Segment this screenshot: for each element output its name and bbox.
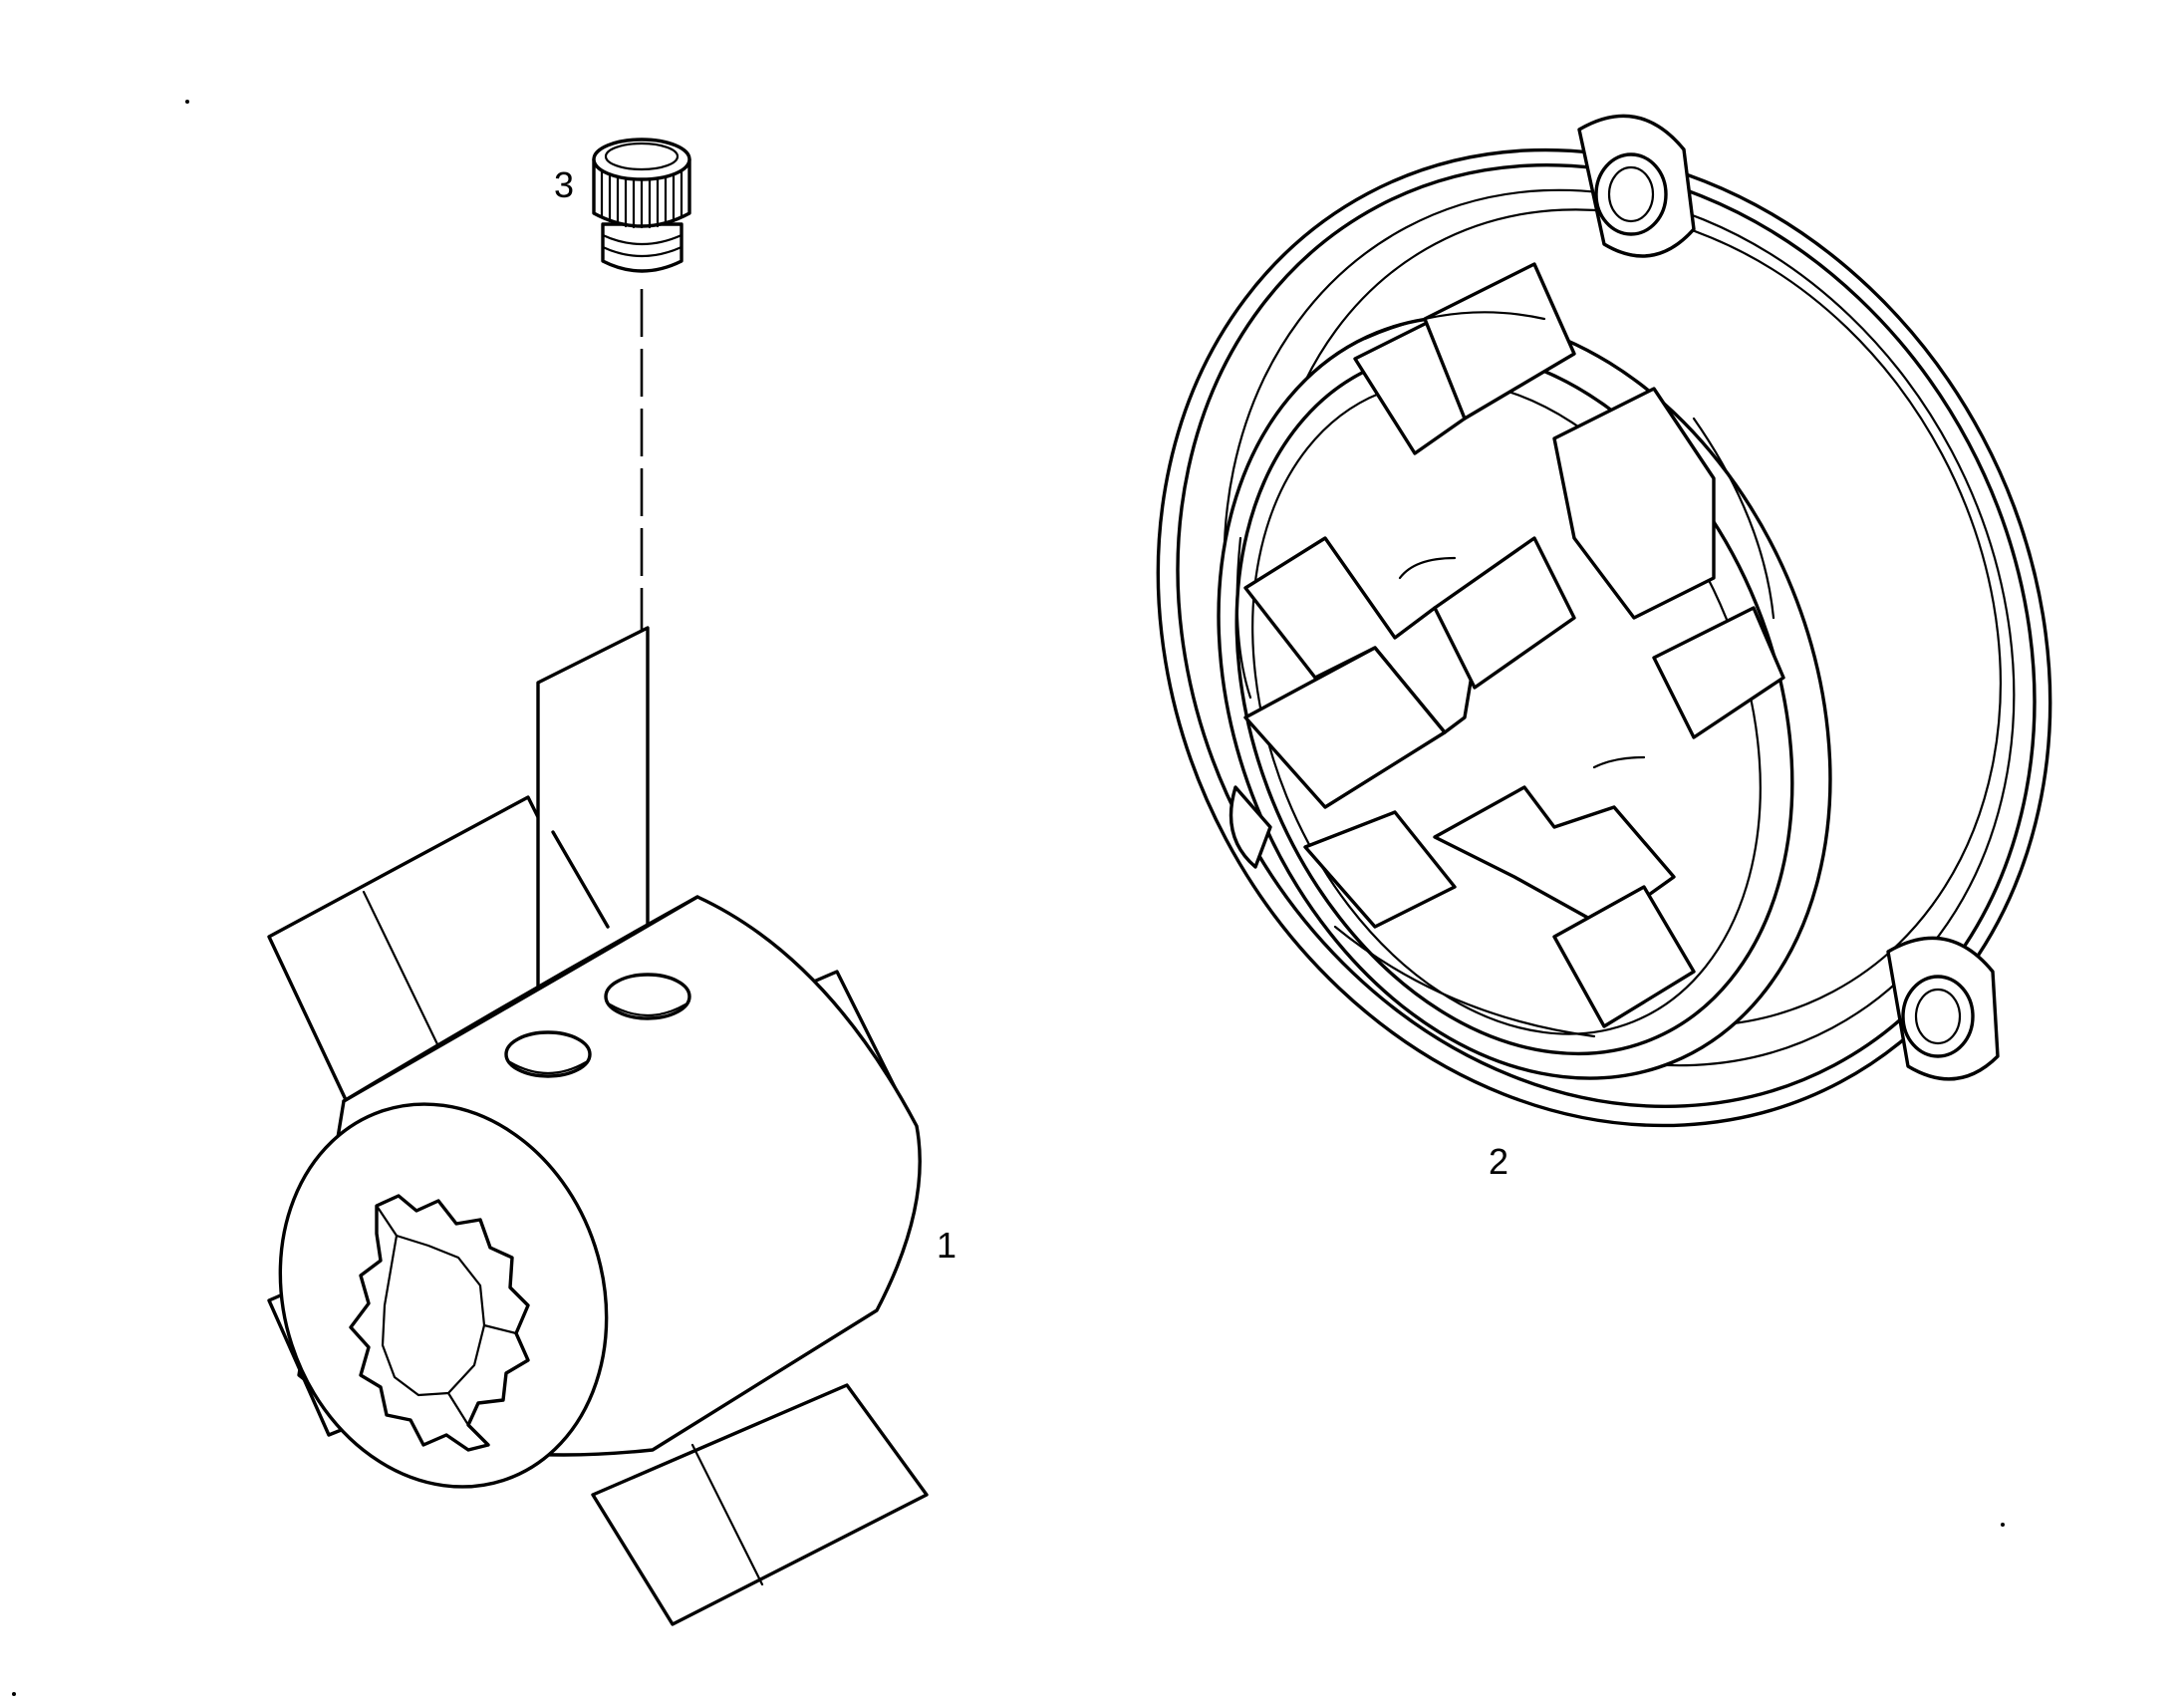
callout-part-3: 3 bbox=[554, 164, 574, 205]
part-1-coupling-hub bbox=[267, 626, 929, 1626]
part-2-flange-cover bbox=[1156, 114, 2052, 1128]
scan-speck bbox=[2001, 1523, 2005, 1527]
callout-part-1: 1 bbox=[937, 1225, 956, 1266]
part-3-plug bbox=[592, 138, 691, 273]
callout-part-2: 2 bbox=[1489, 1141, 1508, 1182]
scan-speck bbox=[12, 1692, 16, 1696]
scan-speck bbox=[185, 100, 189, 104]
